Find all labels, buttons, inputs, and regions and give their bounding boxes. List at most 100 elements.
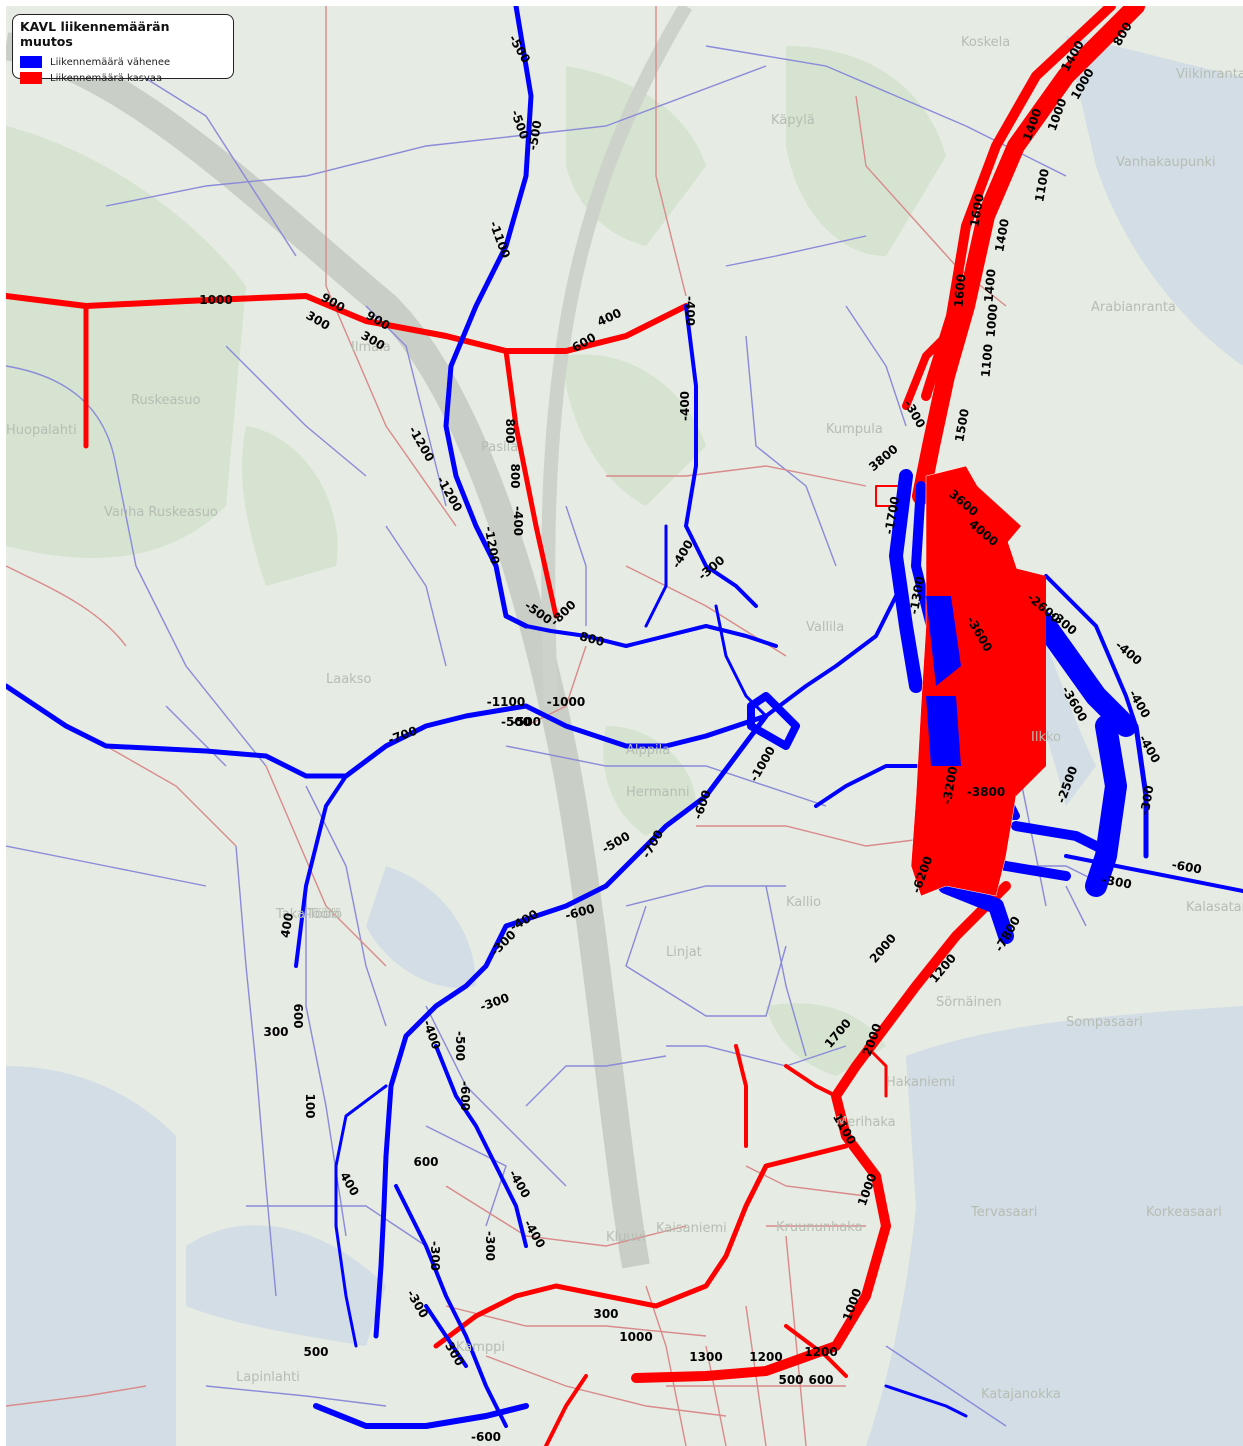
volume-label-73: -1000 [747, 744, 778, 784]
volume-label-90: 400 [337, 1170, 362, 1199]
place-label-10: Vallila [806, 620, 844, 635]
decrease-zone [926, 696, 961, 766]
volume-label-12: 1500 [952, 408, 972, 443]
volume-label-72: -700 [386, 724, 419, 747]
legend-swatch-increase [20, 72, 42, 84]
minor-road [645, 1285, 687, 1446]
decrease-link [764, 594, 898, 718]
volume-label-65: -400 [511, 506, 525, 536]
volume-label-11: 1100 [979, 343, 996, 377]
minor-road [705, 1345, 727, 1446]
decrease-link [644, 524, 668, 628]
legend-swatch-decrease [20, 56, 42, 68]
volume-label-100: 300 [593, 1307, 618, 1321]
minor-road [845, 305, 907, 427]
volume-label-46: 1000 [199, 293, 232, 307]
volume-label-13: -300 [901, 397, 928, 430]
volume-label-76: -500 [599, 829, 632, 856]
decrease-link [313, 1403, 529, 1429]
water-area [866, 1006, 1243, 1446]
minor-road [855, 95, 1007, 307]
minor-road [425, 1005, 567, 1187]
place-label-22: Kluuvi [606, 1230, 646, 1245]
minor-road [6, 565, 127, 647]
minor-road [205, 1385, 387, 1407]
legend-title: KAVL liikennemäärän muutos [20, 19, 170, 49]
volume-label-94: -500 [511, 715, 541, 729]
minor-road [125, 65, 297, 257]
volume-label-82: -500 [453, 1031, 467, 1061]
place-label-24: Kruununhaka [776, 1220, 863, 1235]
minor-road [105, 745, 237, 847]
volume-label-59: -1200 [406, 424, 437, 464]
decrease-link [394, 1184, 508, 1428]
volume-label-15: 3800 [866, 442, 901, 474]
decrease-link [938, 878, 1014, 944]
legend-item-increase: Liikennemäärä kasvaa [20, 70, 226, 86]
minor-road [105, 65, 767, 207]
place-label-9: Kumpula [826, 422, 883, 437]
place-label-21: Taka-Töölö [275, 907, 342, 922]
legend-label-increase: Liikennemäärä kasvaa [50, 72, 163, 84]
minor-road [385, 525, 447, 667]
increase-link [921, 6, 1116, 401]
minor-road [235, 845, 277, 1297]
minor-road [165, 705, 227, 767]
volume-label-39: 1300 [689, 1350, 722, 1364]
legend-label-decrease: Liikennemäärä vähenee [50, 56, 171, 68]
volume-label-63: 800 [503, 418, 517, 443]
increase-link [503, 348, 559, 619]
place-label-7: Vanha Ruskeasuo [104, 505, 218, 520]
volume-label-22: -400 [1113, 638, 1145, 668]
volume-label-9: 1400 [982, 268, 999, 302]
volume-label-96: -600 [471, 1430, 501, 1444]
place-label-29: Lapinlahti [236, 1370, 300, 1385]
volume-label-10: 1000 [984, 303, 1001, 337]
decrease-link [6, 683, 769, 779]
minor-road [6, 1385, 147, 1407]
volume-label-98: 500 [303, 1345, 328, 1359]
minor-road [1065, 885, 1087, 927]
volume-label-62: 800 [578, 629, 606, 649]
place-label-3: Vanhakaupunki [1116, 155, 1216, 170]
minor-road [305, 886, 347, 1237]
base-map-layer [6, 6, 1243, 1446]
place-label-23: Hakaniemi [886, 1075, 955, 1090]
increase-zone [910, 465, 1027, 897]
volume-label-43: 600 [808, 1373, 833, 1387]
increase-zone [1006, 566, 1046, 796]
increase-link [544, 1374, 588, 1446]
volume-label-56: -500 [526, 119, 545, 151]
volume-label-6: 1600 [967, 193, 987, 228]
volume-label-29: -300 [1101, 873, 1133, 892]
place-label-0: Koskela [961, 35, 1010, 50]
decrease-link [747, 692, 800, 750]
volume-label-88: -300 [404, 1287, 431, 1320]
place-label-32: Merihaka [836, 1115, 896, 1130]
decrease-link [524, 624, 778, 648]
increase-link [864, 1044, 888, 1098]
decrease-zone [926, 596, 961, 686]
minor-road [606, 465, 867, 487]
volume-label-42: 500 [778, 1373, 803, 1387]
volume-label-66: -400 [669, 537, 696, 570]
railway-area [6, 32, 650, 1269]
volume-label-45: -300 [1138, 784, 1157, 816]
minor-road [785, 1235, 807, 1446]
decrease-link [1044, 574, 1138, 728]
minor-road [6, 365, 267, 767]
increase-link [433, 1143, 849, 1349]
decrease-link [434, 1044, 528, 1248]
place-label-16: Kalasatama [1186, 900, 1243, 915]
legend-item-decrease: Liikennemäärä vähenee [20, 54, 226, 70]
minor-road [565, 505, 587, 626]
map-legend: KAVL liikennemäärän muutos Liikennemäärä… [12, 14, 234, 84]
increase-link [784, 1324, 848, 1378]
place-label-17: Kallio [786, 895, 821, 910]
volume-label-54: -400 [678, 391, 692, 421]
place-label-31: Kaisaniemi [656, 1221, 727, 1236]
minor-road [225, 345, 367, 477]
minor-road [445, 1185, 687, 1247]
minor-road [305, 785, 387, 1027]
